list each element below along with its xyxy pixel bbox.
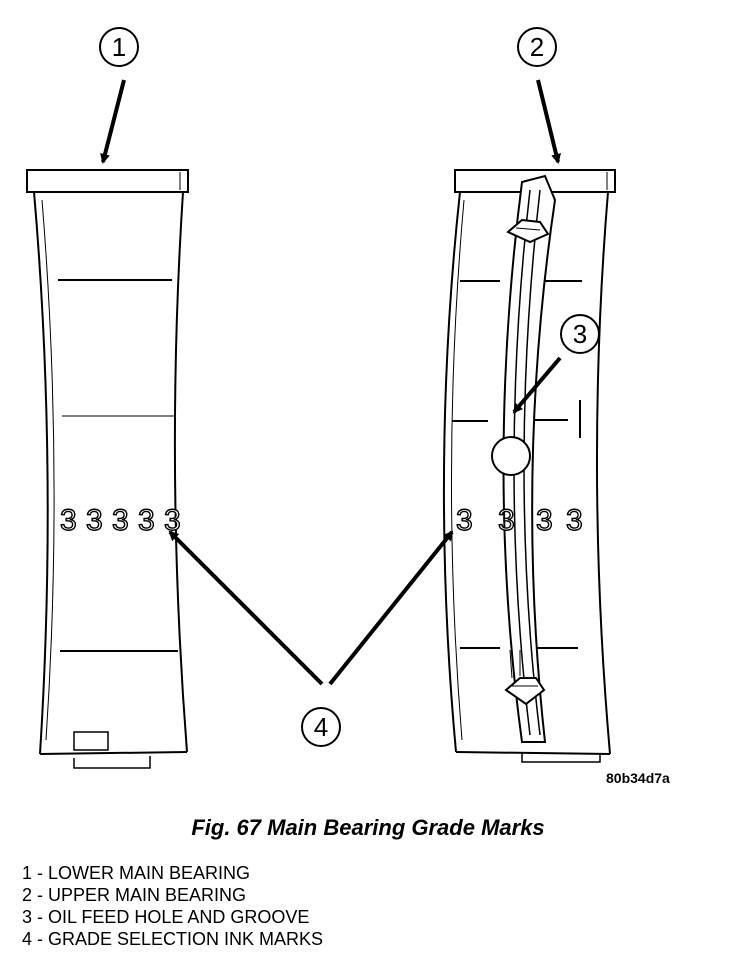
ink-mark: 3: [536, 504, 553, 537]
leader-arrow-4b: [328, 530, 454, 686]
ink-mark: 3: [566, 504, 583, 537]
callout-3: 3: [560, 314, 600, 354]
ink-mark: 3: [138, 504, 155, 537]
ink-mark: 3: [498, 504, 515, 537]
leader-arrow-2: [536, 79, 561, 164]
callout-1-number: 1: [112, 32, 126, 62]
figure-id-label: 80b34d7a: [606, 770, 670, 786]
ink-mark: 3: [164, 504, 181, 537]
callout-2: 2: [517, 27, 557, 67]
callout-3-number: 3: [573, 319, 587, 349]
callout-2-number: 2: [530, 32, 544, 62]
ink-mark: 3: [60, 504, 77, 537]
leader-arrow-3: [512, 356, 562, 414]
legend-item: 1 - LOWER MAIN BEARING: [22, 863, 251, 883]
upper-grade-ink-marks: 3 3 3 3: [455, 503, 583, 537]
legend-item: 4 - GRADE SELECTION INK MARKS: [22, 929, 324, 949]
lower-grade-ink-marks: 3 3 3 3 3: [59, 503, 181, 537]
callout-1: 1: [99, 27, 139, 67]
callout-4-number: 4: [314, 712, 328, 742]
leader-arrow-4a: [168, 530, 324, 686]
lower-main-bearing: [26, 169, 189, 769]
figure-caption: Fig. 67 Main Bearing Grade Marks: [191, 815, 545, 840]
oil-feed-hole: [491, 436, 531, 476]
bearing-diagram: 3 3 3 3 3: [26, 27, 616, 769]
legend-item: 3 - OIL FEED HOLE AND GROOVE: [22, 907, 310, 927]
ink-mark: 3: [86, 504, 103, 537]
leader-arrow-1: [100, 79, 126, 164]
ink-mark: 3: [456, 504, 473, 537]
ink-mark: 3: [112, 504, 129, 537]
callout-4: 4: [301, 707, 341, 747]
legend-list: 1 - LOWER MAIN BEARING 2 - UPPER MAIN BE…: [22, 862, 323, 950]
legend-item: 2 - UPPER MAIN BEARING: [22, 885, 247, 905]
